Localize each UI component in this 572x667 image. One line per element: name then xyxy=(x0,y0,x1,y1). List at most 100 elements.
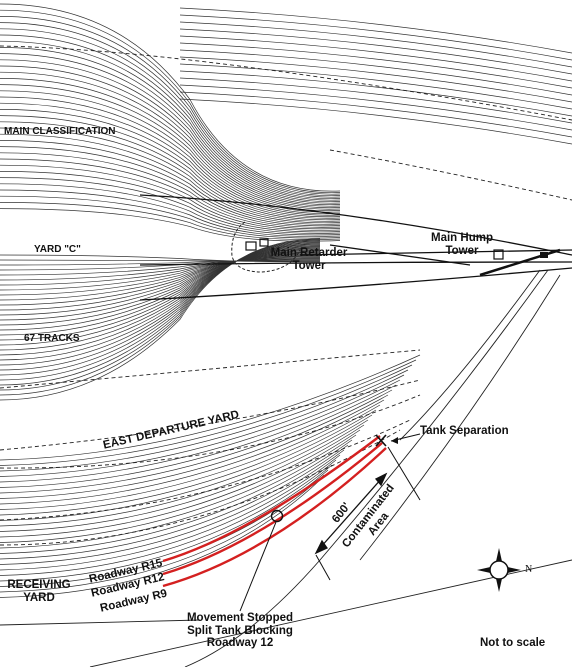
track-line xyxy=(179,77,572,124)
retarder-tower-building xyxy=(259,238,269,247)
track-line xyxy=(0,121,341,221)
movement-line2: Split Tank Blocking xyxy=(187,624,293,637)
movement-pointer xyxy=(239,521,277,612)
track-line xyxy=(0,65,341,207)
receiving-yard-label: RECEIVING YARD xyxy=(6,579,72,604)
dashed-roadway xyxy=(0,429,401,546)
track-line xyxy=(0,246,321,351)
track-line xyxy=(0,459,337,576)
yard-boundary-lines xyxy=(0,269,572,667)
track-line xyxy=(0,34,341,199)
track-line xyxy=(0,146,341,227)
track-line xyxy=(0,22,341,196)
track-line xyxy=(0,240,321,386)
roadway-r15-path xyxy=(162,435,381,563)
track-line xyxy=(0,16,341,195)
track-line xyxy=(0,164,341,231)
track-line xyxy=(179,98,572,145)
track-line xyxy=(179,42,572,89)
tracks-67-label: 67 TRACKS xyxy=(24,333,80,344)
distance-600-arrow xyxy=(314,472,388,555)
track-line xyxy=(179,84,572,131)
dashed-roadway xyxy=(329,149,572,201)
track-line xyxy=(0,419,369,532)
track-line xyxy=(0,469,329,587)
track-line xyxy=(0,71,341,209)
hump-tower-building xyxy=(493,249,504,260)
track-line xyxy=(179,7,572,54)
retarder-tower-building xyxy=(245,241,257,251)
track-line xyxy=(0,256,321,291)
track-line xyxy=(0,464,333,582)
track-line xyxy=(0,241,321,381)
track-line xyxy=(0,253,321,306)
track-line xyxy=(0,414,373,527)
retarder-tower-loop xyxy=(231,221,301,273)
track-line xyxy=(179,28,572,75)
track-line xyxy=(0,245,321,356)
main-hump-tower-label: Main Hump Tower xyxy=(420,232,504,257)
tank-separation-label: Tank Separation xyxy=(420,425,509,437)
track-line xyxy=(179,21,572,68)
track-line xyxy=(0,9,341,193)
track-line xyxy=(0,127,341,222)
contaminated-area-boundary xyxy=(387,446,421,501)
track-line xyxy=(0,259,321,262)
track-line xyxy=(0,238,321,401)
track-line xyxy=(0,260,321,266)
track-line xyxy=(0,249,321,331)
track-line xyxy=(0,177,341,234)
track-line xyxy=(179,49,572,96)
track-line xyxy=(0,252,321,316)
track-line xyxy=(0,251,321,321)
main-hump-tower-line2: Tower xyxy=(445,244,479,257)
lower-yard-tracks xyxy=(0,354,421,598)
dashed-roadway xyxy=(0,419,411,521)
track-line xyxy=(0,244,321,366)
roadway-r9-path xyxy=(162,447,387,588)
track-line xyxy=(0,171,341,233)
track-line xyxy=(0,429,361,543)
track-line xyxy=(179,70,572,117)
track-line xyxy=(0,244,321,361)
receiving-yard-line2: YARD xyxy=(23,591,55,604)
track-line xyxy=(0,394,389,505)
track-line xyxy=(0,424,365,538)
track-line xyxy=(0,250,321,326)
dashed-roadway xyxy=(0,349,421,389)
track-line xyxy=(0,379,401,488)
track-line xyxy=(0,255,321,296)
main-classification-label: MAIN CLASSIFICATION xyxy=(4,126,116,137)
track-line xyxy=(0,242,321,376)
split-tank-circle-icon xyxy=(270,509,284,523)
track-line xyxy=(0,115,341,219)
main-retarder-tower-line2: Tower xyxy=(292,259,326,272)
track-line xyxy=(0,183,341,236)
main-retarder-tower-line1: Main Retarder xyxy=(270,247,348,259)
track-line xyxy=(179,63,572,110)
track-line xyxy=(0,247,321,346)
dashed-roadway xyxy=(0,379,421,451)
dashed-roadway xyxy=(0,45,572,121)
separation-x-icon xyxy=(375,434,387,447)
track-line xyxy=(0,454,341,571)
track-line xyxy=(179,35,572,82)
track-line xyxy=(179,14,572,61)
track-line xyxy=(0,256,321,286)
track-line xyxy=(0,158,341,230)
track-line xyxy=(0,369,409,477)
contaminated-area-boundary xyxy=(315,554,331,581)
movement-line1: Movement Stopped xyxy=(186,612,294,624)
track-line xyxy=(0,239,321,396)
track-line xyxy=(0,354,421,461)
track-line xyxy=(0,78,341,210)
track-line xyxy=(0,53,341,204)
track-line xyxy=(0,258,321,276)
track-line xyxy=(0,364,413,472)
track-line xyxy=(0,133,341,224)
main-hump-tower-line1: Main Hump xyxy=(431,232,493,244)
upper-yard-tracks xyxy=(0,3,572,401)
track-line xyxy=(0,252,321,311)
track-line xyxy=(0,208,341,242)
